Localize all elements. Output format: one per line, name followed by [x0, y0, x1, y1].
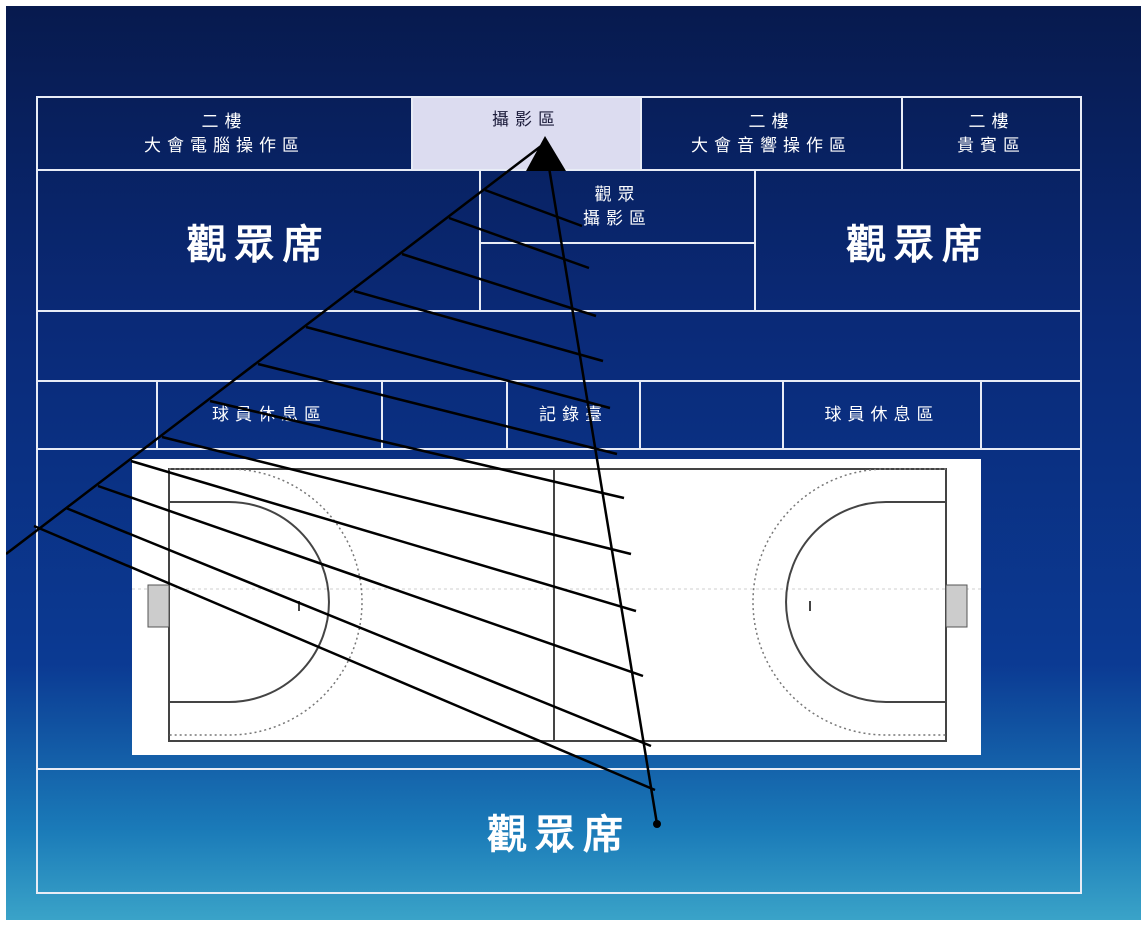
hatch-line	[448, 216, 590, 270]
audience-label: 觀眾席	[846, 220, 990, 268]
camera-view-right-edge	[543, 142, 659, 825]
audience-seating-left: 觀眾席	[36, 169, 481, 312]
area-label: 大會音響操作區	[691, 135, 852, 156]
camera-position-marker	[526, 136, 566, 171]
audience-label: 觀眾席	[487, 811, 631, 858]
hatch-line	[33, 524, 656, 792]
area-label: 貴賓區	[957, 135, 1026, 156]
right-goal	[945, 584, 968, 628]
left-goal	[147, 584, 170, 628]
hatch-line	[257, 362, 618, 456]
right-free-throw-line	[752, 468, 946, 736]
handball-court	[132, 459, 981, 755]
hatch-line	[353, 289, 604, 363]
bench-label: 球員休息區	[824, 405, 940, 425]
camera-view-left-edge	[6, 142, 546, 555]
hatch-line	[305, 325, 611, 410]
audience-camera-line2: 攝影區	[583, 208, 652, 229]
hatch-line	[130, 459, 637, 613]
audience-camera-line1: 觀眾	[594, 184, 641, 205]
audience-label: 觀眾席	[186, 220, 331, 268]
court-markings	[132, 468, 981, 742]
venue-layout-diagram: 二樓 大會電腦操作區 攝影區 二樓 大會音響操作區 二樓 貴賓區 觀眾席 觀眾 …	[6, 6, 1141, 920]
right-goal-area-line	[785, 501, 946, 703]
floor-label: 二樓	[968, 111, 1015, 132]
area-label: 大會電腦操作區	[144, 135, 305, 156]
left-free-throw-line	[169, 468, 363, 736]
floor-label: 二樓	[748, 111, 795, 132]
hatch-line	[401, 252, 597, 318]
hatch-line	[97, 484, 644, 678]
hatch-line	[209, 399, 625, 500]
scorer-table-label: 記錄臺	[539, 405, 608, 425]
hatch-line	[161, 435, 632, 556]
camera-coverage-overlay	[6, 136, 661, 828]
hatch-line	[484, 188, 583, 228]
view-endpoint-marker	[653, 820, 661, 828]
left-goal-area-line	[169, 501, 330, 703]
camera-area-label: 攝影區	[492, 110, 561, 130]
audience-seating-bottom: 觀眾席	[36, 768, 1082, 894]
floor-label: 二樓	[201, 111, 248, 132]
hatch-line	[65, 506, 652, 748]
